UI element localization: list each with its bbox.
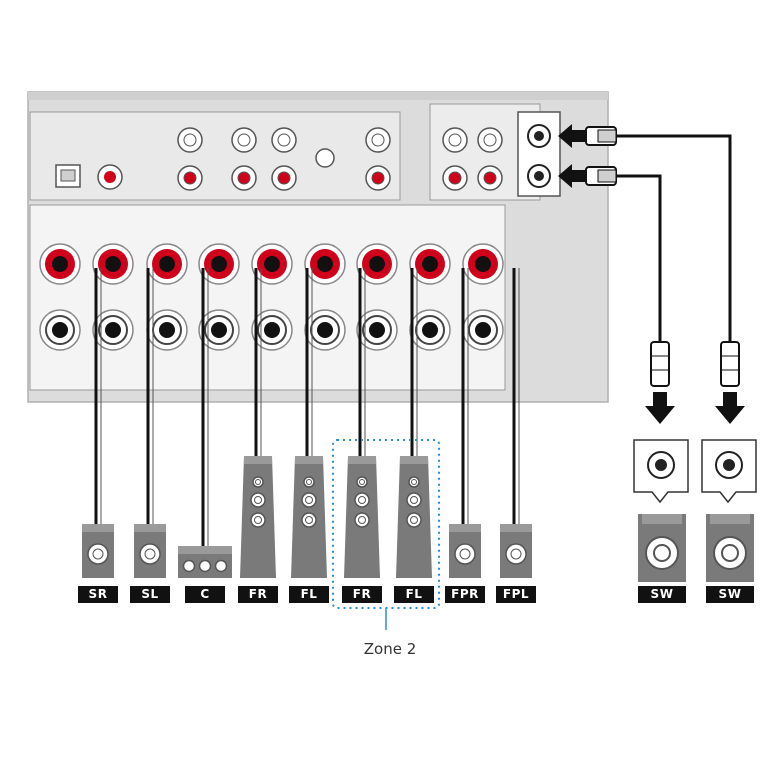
speaker-bookshelf (449, 524, 481, 578)
subwoofer-label: SW (706, 586, 754, 603)
speakers (82, 456, 532, 578)
rca-plug-icon (720, 341, 740, 387)
terminal-negative (356, 309, 398, 351)
rca-jack (231, 127, 257, 153)
speaker-label: FPR (445, 586, 485, 603)
speaker-label: C (185, 586, 225, 603)
terminal-positive (39, 243, 81, 285)
speaker-tower-zone2 (396, 456, 432, 578)
rca-jack (271, 165, 297, 191)
terminal-positive (409, 243, 451, 285)
speaker-label: FPL (496, 586, 536, 603)
speaker-bookshelf (500, 524, 532, 578)
terminal-negative (39, 309, 81, 351)
speaker-label: FR (238, 586, 278, 603)
terminal-negative (409, 309, 451, 351)
speaker-label: FL (289, 586, 329, 603)
pre-out-jack (442, 127, 468, 153)
subwoofer-1 (638, 514, 686, 582)
terminal-positive (92, 243, 134, 285)
rca-plug-icon (585, 126, 617, 146)
terminal-positive (198, 243, 240, 285)
subwoofer-input-callouts (633, 439, 757, 504)
terminal-negative (92, 309, 134, 351)
speaker-label: SL (130, 586, 170, 603)
terminal-negative (146, 309, 188, 351)
pre-out-jack (477, 165, 503, 191)
terminal-positive (356, 243, 398, 285)
rca-jack (271, 127, 297, 153)
down-arrow-icon (645, 392, 675, 424)
coaxial-input (97, 164, 123, 190)
down-arrow-icon (715, 392, 745, 424)
zone2-label: Zone 2 (363, 640, 417, 658)
terminal-positive (304, 243, 346, 285)
speaker-label: FL (394, 586, 434, 603)
rca-jack (177, 165, 203, 191)
terminal-negative (304, 309, 346, 351)
speaker-center (178, 546, 232, 578)
pre-out-jack (442, 165, 468, 191)
subwoofer-pre-out-jack-2 (527, 164, 551, 188)
speaker-tower-zone2 (344, 456, 380, 578)
terminal-negative (198, 309, 240, 351)
speaker-label: FR (342, 586, 382, 603)
optical-input (55, 164, 81, 188)
rca-jack (231, 165, 257, 191)
terminal-negative (462, 309, 504, 351)
terminal-positive (462, 243, 504, 285)
speaker-tower (240, 456, 276, 578)
left-arrow-icon (558, 164, 586, 188)
rca-jack (365, 165, 391, 191)
rca-plug-icon (650, 341, 670, 387)
pre-out-jack (477, 127, 503, 153)
speaker-bookshelf (82, 524, 114, 578)
rca-jack (365, 127, 391, 153)
speaker-label: SR (78, 586, 118, 603)
subwoofer-cables (558, 124, 745, 424)
terminal-negative (251, 309, 293, 351)
subwoofer-2 (706, 514, 754, 582)
terminal-positive (146, 243, 188, 285)
left-arrow-icon (558, 124, 586, 148)
rca-plug-icon (585, 166, 617, 186)
speaker-bookshelf (134, 524, 166, 578)
speaker-tower (291, 456, 327, 578)
receiver-back-panel (27, 91, 609, 403)
speaker-cables (94, 268, 520, 546)
subwoofer-pre-out-jack-1 (527, 124, 551, 148)
phono-ground-icon (315, 148, 335, 168)
rca-input-jacks (177, 127, 503, 191)
terminal-positive (251, 243, 293, 285)
subwoofer-label: SW (638, 586, 686, 603)
speaker-terminals (39, 243, 504, 351)
rca-jack (177, 127, 203, 153)
